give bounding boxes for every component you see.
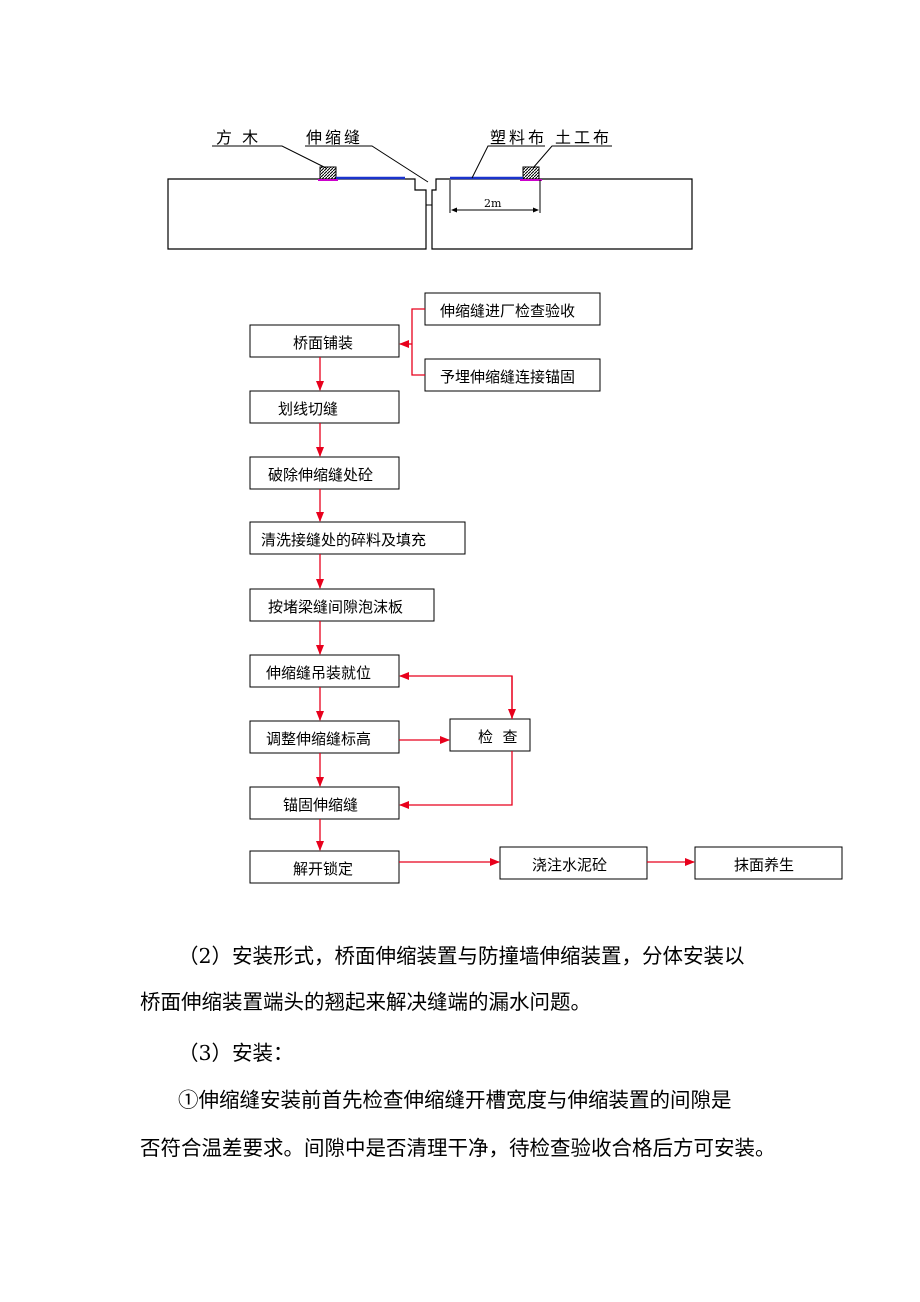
paragraph-3: （3）安装： <box>178 1041 294 1065</box>
step-label-2: 划线切缝 <box>278 400 338 418</box>
label-plastic-sheet: 塑料布 <box>490 128 547 147</box>
step-label-9: 解开锁定 <box>293 860 353 878</box>
leader-plastic-sheet <box>471 145 545 179</box>
step-label-3: 破除伸缩缝处砼 <box>268 466 373 484</box>
step-label-7: 调整伸缩缝标高 <box>266 730 371 748</box>
dimension-arrow-left <box>451 207 457 213</box>
check-to-anchor <box>399 751 513 809</box>
paragraph-2-line-1: （2）安装形式，桥面伸缩装置与防撞墙伸缩装置，分体安装以 <box>178 944 745 968</box>
step-box-7 <box>249 720 400 754</box>
check-loop-up <box>399 672 513 719</box>
check-box <box>449 718 531 752</box>
tail-step-box-2 <box>694 846 843 880</box>
tail-step-label-2: 抹面养生 <box>734 856 794 874</box>
step-label-5: 按堵梁缝间隙泡沫板 <box>268 598 403 616</box>
step-label-6: 伸缩缝吊装就位 <box>266 664 371 682</box>
right-deck-slab <box>431 178 693 250</box>
dimension-label: 2m <box>484 197 502 210</box>
step-label-8: 锚固伸缩缝 <box>283 796 358 814</box>
label-expansion-joint: 伸缩缝 <box>306 128 363 147</box>
flow-connectors <box>316 308 695 866</box>
step-box-4 <box>249 521 466 555</box>
step-box-9 <box>249 850 400 884</box>
label-square-timber: 方 木 <box>216 128 258 147</box>
step-box-1 <box>249 324 400 358</box>
pre-step-label-1: 伸缩缝进厂检查验收 <box>440 302 575 320</box>
step-box-5 <box>249 588 435 622</box>
tail-step-box-1 <box>499 846 648 880</box>
step-box-3 <box>249 456 400 490</box>
leader-geotextile <box>532 145 612 169</box>
paragraph-4-line-1: ①伸缩缝安装前首先检查伸缩缝开槽宽度与伸缩装置的间隙是 <box>178 1088 732 1112</box>
step-label-4: 清洗接缝处的碎料及填充 <box>261 531 426 549</box>
check-label: 检 查 <box>478 728 518 746</box>
leader-expansion-joint <box>305 145 429 183</box>
leader-square-timber <box>212 145 327 169</box>
tail-step-label-1: 浇注水泥砼 <box>532 856 607 874</box>
paragraph-4-line-2: 否符合温差要求。间隙中是否清理干净，待检查验收合格后方可安装。 <box>140 1136 776 1160</box>
pre-step-bracket <box>411 308 425 376</box>
left-deck-slab <box>167 178 427 250</box>
paragraph-2-line-2: 桥面伸缩装置端头的翘起来解决缝端的漏水问题。 <box>140 990 591 1014</box>
step-box-2 <box>249 390 400 424</box>
label-geotextile: 土工布 <box>555 128 612 147</box>
expansion-joint-section-diagram: 方 木 伸缩缝 塑料布 土工布 2m <box>167 128 693 250</box>
pre-step-label-2: 予埋伸缩缝连接锚固 <box>440 368 575 386</box>
step-label-1: 桥面铺装 <box>293 334 353 352</box>
step-box-6 <box>249 654 400 688</box>
installation-flowchart: 桥面铺装 划线切缝 破除伸缩缝处砼 清洗接缝处的碎料及填充 按堵梁缝间隙泡沫板 … <box>249 292 843 884</box>
dimension-arrow-right <box>533 207 539 213</box>
